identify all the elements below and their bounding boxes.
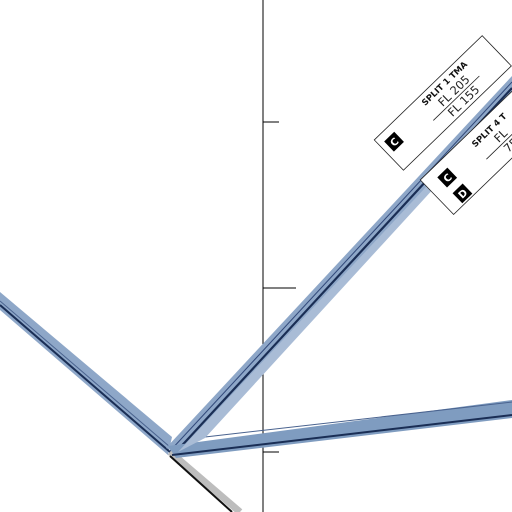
class-code-box: C [437,167,458,188]
label-lower-limit: 75 [501,135,512,155]
scale-bar [262,0,296,512]
boundary-line [167,449,243,512]
class-code-box: D [452,183,473,204]
airspace-label-split-4-tma[interactable]: C D SPLIT 4 T FL 75 [419,75,512,216]
airspace-boundary-bottom [168,400,512,458]
class-code-box: C [384,131,404,152]
airspace-boundary-diagonal [166,76,512,455]
airspace-boundary-left [0,292,172,455]
